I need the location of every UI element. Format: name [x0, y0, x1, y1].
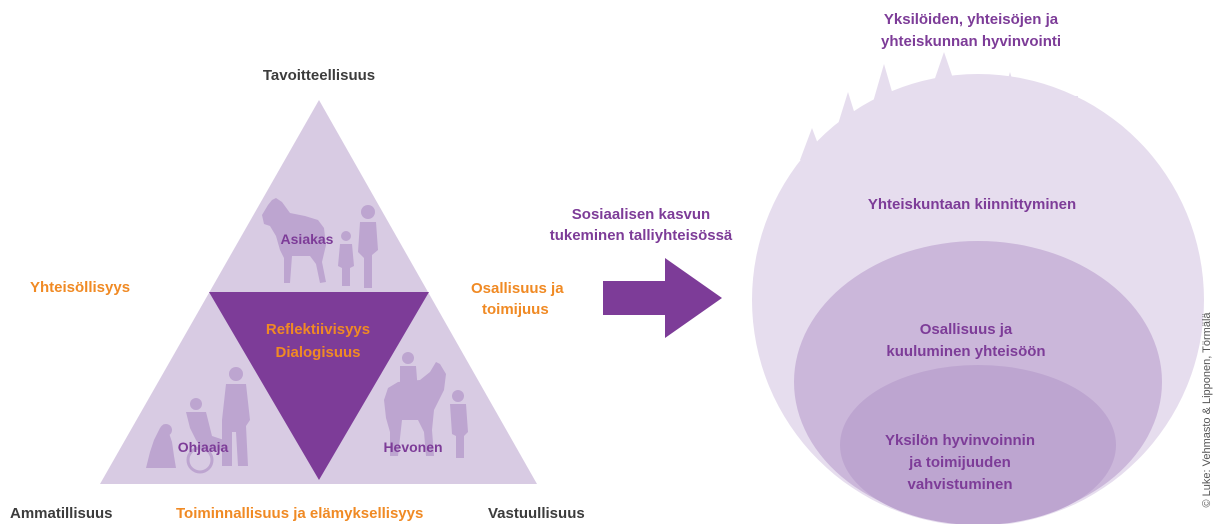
client-horse-silhouette: [262, 198, 378, 288]
outer-circle-label: Yhteiskuntaan kiinnittyminen: [868, 196, 1076, 213]
middle-circle-label-line1: Osallisuus ja: [920, 321, 1013, 338]
credit-text: © Luke: Vehmasto & Lipponen, Törmälä: [1201, 312, 1213, 508]
horse-silhouette: [384, 352, 468, 458]
label-goal-orientation: Tavoitteellisuus: [263, 67, 375, 84]
inner-inverted-triangle: [209, 292, 429, 480]
label-professionalism: Ammatillisuus: [10, 505, 113, 522]
center-label-reflective: Reflektiivisyys: [266, 321, 370, 338]
circles-title-line2: yhteiskunnan hyvinvointi: [881, 33, 1061, 50]
process-arrow: Sosiaalisen kasvun tukeminen talliyhteis…: [550, 206, 733, 338]
label-functionality: Toiminnallisuus ja elämyksellisyys: [176, 505, 423, 522]
inner-circle-label-line2: ja toimijuuden: [908, 454, 1011, 471]
image-credit: © Luke: Vehmasto & Lipponen, Törmälä: [1197, 300, 1217, 520]
arrow-shape: [603, 258, 722, 338]
corner-label-client: Asiakas: [281, 231, 334, 247]
middle-circle-label-line2: kuuluminen yhteisöön: [886, 343, 1045, 360]
circles-title-line1: Yksilöiden, yhteisöjen ja: [884, 11, 1059, 28]
arrow-label-line1: Sosiaalisen kasvun: [572, 206, 710, 223]
triangle-diagram: Asiakas Ohjaaja Hevonen Reflektiivisyys …: [10, 67, 585, 522]
inner-circle-label-line1: Yksilön hyvinvoinnin: [885, 432, 1035, 449]
instructor-silhouette: [146, 367, 250, 474]
corner-label-instructor: Ohjaaja: [178, 439, 229, 455]
corner-label-horse: Hevonen: [383, 439, 442, 455]
label-participation-line1: Osallisuus ja: [471, 280, 564, 297]
inner-circle-label-line3: vahvistuminen: [907, 476, 1012, 493]
center-label-dialogue: Dialogisuus: [275, 344, 360, 361]
inner-circle: [840, 365, 1116, 524]
label-participation-line2: toimijuus: [482, 301, 549, 318]
wellbeing-circles: Yksilöiden, yhteisöjen ja yhteiskunnan h…: [752, 11, 1204, 524]
arrow-label-line2: tukeminen talliyhteisössä: [550, 227, 733, 244]
label-communality: Yhteisöllisyys: [30, 279, 130, 296]
label-responsibility: Vastuullisuus: [488, 505, 585, 522]
